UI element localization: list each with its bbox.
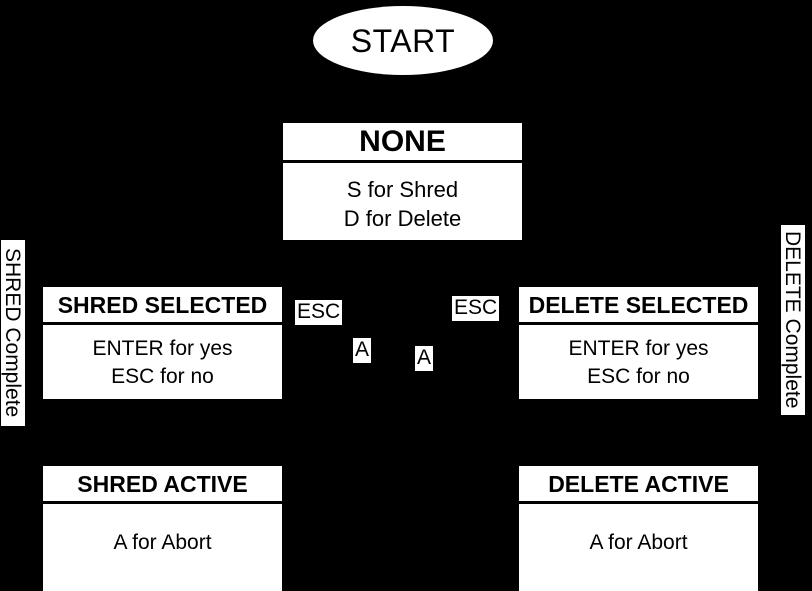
edge-label-esc-left: ESC <box>295 300 343 325</box>
state-body-line: ESC for no <box>111 364 214 388</box>
edge-label-a-left: A <box>353 338 372 363</box>
state-title-shred-selected: SHRED SELECTED <box>43 287 282 326</box>
state-body-line: ENTER for yes <box>568 337 709 361</box>
edge-label-delete-complete: DELETE Complete <box>781 225 805 415</box>
state-body-line: ESC for no <box>587 364 690 388</box>
edge-label-shred-complete: SHRED Complete <box>1 240 25 426</box>
state-body-line: S for Shred <box>346 176 459 202</box>
state-title-none: NONE <box>283 123 522 163</box>
state-body-delete-active: A for Abort <box>519 504 758 591</box>
state-node-shred-selected[interactable]: SHRED SELECTED ENTER for yes ESC for no <box>43 287 282 399</box>
start-node[interactable]: START <box>313 6 493 75</box>
state-node-none[interactable]: NONE S for Shred D for Delete <box>283 123 522 240</box>
edge-label-a-right: A <box>415 346 434 371</box>
state-title-delete-active: DELETE ACTIVE <box>519 466 758 505</box>
state-body-line: D for Delete <box>343 205 462 231</box>
state-title-shred-active: SHRED ACTIVE <box>43 466 282 505</box>
state-body-line: ENTER for yes <box>92 337 233 361</box>
state-body-shred-selected: ENTER for yes ESC for no <box>43 325 282 400</box>
state-body-shred-active: A for Abort <box>43 504 282 591</box>
start-node-label: START <box>350 22 456 59</box>
state-title-delete-selected: DELETE SELECTED <box>519 287 758 326</box>
state-body-none: S for Shred D for Delete <box>283 163 522 243</box>
state-body-line: A for Abort <box>113 531 212 555</box>
state-node-delete-active[interactable]: DELETE ACTIVE A for Abort <box>519 466 758 591</box>
state-node-shred-active[interactable]: SHRED ACTIVE A for Abort <box>43 466 282 591</box>
state-body-delete-selected: ENTER for yes ESC for no <box>519 325 758 400</box>
state-body-line: A for Abort <box>589 531 688 555</box>
edge-label-esc-right: ESC <box>452 296 500 321</box>
state-node-delete-selected[interactable]: DELETE SELECTED ENTER for yes ESC for no <box>519 287 758 399</box>
